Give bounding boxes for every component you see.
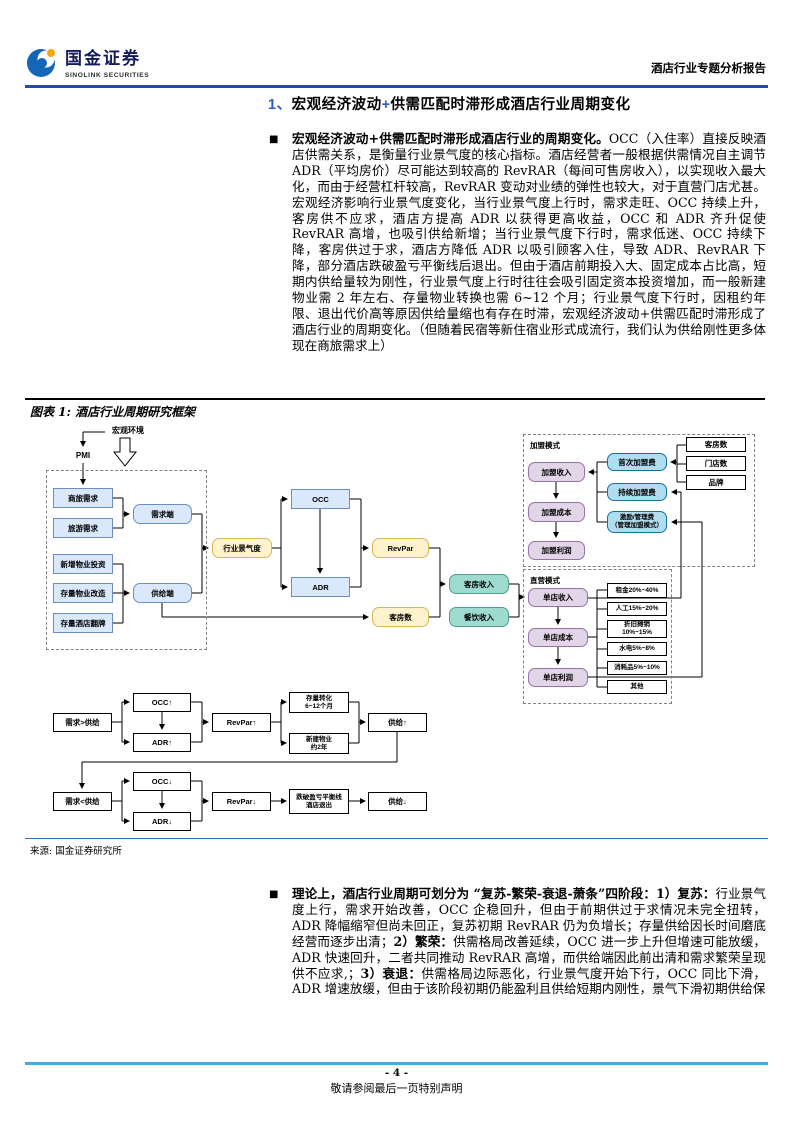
franchise-group-label: 加盟模式 (530, 441, 560, 450)
sinolink-logo-icon (27, 48, 55, 77)
node-stock-conversion: 存量转化 6~12个月 (289, 692, 349, 713)
node-continuing-franchise-fee: 持续加盟费 (607, 483, 667, 501)
figure-source-divider (25, 838, 768, 839)
report-type-label: 酒店行业专题分析报告 (651, 61, 766, 75)
node-franchise-cost: 加盟成本 (528, 502, 585, 522)
node-demand-gt-supply: 需求>供给 (53, 713, 112, 732)
supply-demand-group-box (46, 470, 207, 650)
node-revpar-down: RevPar↓ (212, 792, 271, 811)
brand-name-cn: 国金证券 (65, 49, 141, 68)
node-industry-sentiment: 行业景气度 (212, 538, 272, 558)
direct-group-box (523, 569, 672, 704)
macro-env-label: 宏观环境 (105, 425, 151, 436)
page-number: - 4 - (384, 1067, 409, 1079)
node-new-build: 新建物业 约2年 (289, 733, 349, 754)
node-initial-franchise-fee: 首次加盟费 (607, 453, 667, 471)
footer-divider (25, 1062, 768, 1065)
paragraph-1-text: 宏观经济波动+供需匹配时滞形成酒店行业的周期变化。OCC（入住率）直接反映酒店供… (292, 131, 766, 353)
node-demand-side: 需求端 (133, 504, 192, 524)
figure-source: 来源: 国金证券研究所 (30, 846, 122, 857)
node-store-cost: 单店成本 (528, 628, 588, 647)
node-room-revenue: 客房收入 (449, 574, 509, 594)
node-adr-up: ADR↑ (133, 733, 191, 752)
node-adr-down: ADR↓ (133, 812, 191, 831)
node-cost-other: 其他 (607, 680, 667, 694)
node-hotel-exit: 跌破盈亏平衡线 酒店退出 (289, 789, 349, 814)
brand-logo: 国金证券 SINOLINK SECURITIES (25, 44, 149, 79)
node-cost-consumables: 消耗品5%~10% (607, 661, 667, 675)
node-new-property-investment: 新增物业投资 (53, 554, 113, 574)
node-room-count: 客房数 (372, 607, 429, 627)
node-brand: 品牌 (686, 475, 746, 490)
node-incentive-mgmt-fee: 激励/管理费 （管理加盟模式） (607, 511, 667, 533)
node-cost-rent: 租金20%~40% (607, 583, 667, 598)
node-tourism-demand: 旅游需求 (53, 518, 113, 538)
footer-disclaimer: 敬请参阅最后一页特别声明 (330, 1082, 463, 1095)
diagram-connectors (79, 431, 703, 824)
node-cost-labor: 人工15%~20% (607, 602, 667, 616)
figure-top-border (25, 398, 765, 400)
node-adr: ADR (291, 577, 350, 597)
node-supply-side: 供给端 (133, 583, 192, 603)
direct-group-label: 直营模式 (530, 576, 560, 585)
node-store-revenue: 单店收入 (528, 588, 588, 607)
node-store-count: 门店数 (686, 456, 746, 471)
node-revpar-up: RevPar↑ (212, 713, 271, 732)
node-franchise-room-count: 客房数 (686, 437, 746, 452)
node-supply-up: 供给↑ (368, 713, 427, 732)
paragraph-1: ■ 宏观经济波动+供需匹配时滞形成酒店行业的周期变化。OCC（入住率）直接反映酒… (269, 131, 766, 354)
node-occ-up: OCC↑ (133, 693, 191, 712)
node-revpar: RevPar (372, 538, 429, 558)
bullet-icon: ■ (269, 889, 279, 900)
node-franchise-profit: 加盟利润 (528, 541, 585, 560)
node-store-profit: 单店利润 (528, 668, 588, 687)
figure-diagram: 加盟模式 直营模式 宏观环境 PMI 商旅需求 旅游需求 需求端 新增物业投资 … (25, 425, 768, 836)
node-cost-depreciation: 折旧摊销 10%~15% (607, 620, 667, 638)
bullet-icon: ■ (269, 134, 279, 145)
node-food-revenue: 餐饮收入 (449, 607, 509, 627)
franchise-group-box (523, 434, 755, 567)
node-cost-utilities: 水电5%~8% (607, 642, 667, 656)
node-business-travel-demand: 商旅需求 (53, 488, 113, 508)
node-occ: OCC (291, 489, 350, 509)
brand-name-en: SINOLINK SECURITIES (65, 72, 150, 79)
figure-caption: 图表 1: 酒店行业周期研究框架 (30, 405, 196, 419)
paragraph-2-text: 理论上，酒店行业周期可划分为 “复苏-繁荣-衰退-萧条”四阶段：1）复苏：行业景… (292, 886, 767, 997)
node-stock-hotel-rebrand: 存量酒店翻牌 (53, 613, 113, 633)
macro-env-arrow-icon (112, 437, 138, 467)
node-occ-down: OCC↓ (133, 772, 191, 791)
node-supply-down: 供给↓ (368, 792, 427, 811)
header-divider (25, 85, 768, 88)
node-franchise-income: 加盟收入 (528, 462, 585, 482)
node-stock-property-renovation: 存量物业改造 (53, 583, 113, 603)
paragraph-2: ■ 理论上，酒店行业周期可划分为 “复苏-繁荣-衰退-萧条”四阶段：1）复苏：行… (269, 886, 767, 997)
pmi-label: PMI (75, 451, 91, 460)
section-title: 1、宏观经济波动+供需匹配时滞形成酒店行业周期变化 (268, 97, 631, 113)
node-demand-lt-supply: 需求<供给 (53, 792, 112, 811)
